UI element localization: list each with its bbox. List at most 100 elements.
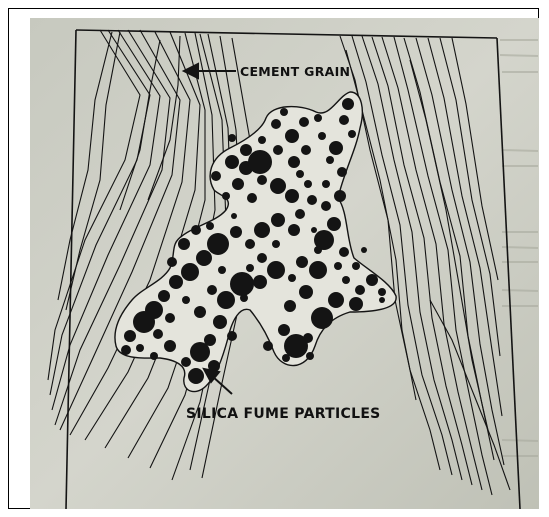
silica-fume-particle [379,297,385,303]
silica-fume-particle [306,352,314,360]
silica-fume-particle [258,136,266,144]
silica-fume-particle [272,240,280,248]
silica-fume-particle [225,155,239,169]
silica-fume-particle [299,117,309,127]
silica-fume-particle [328,292,344,308]
silica-fume-particle [196,250,212,266]
silica-fume-particle [182,296,190,304]
silica-fume-particle [232,178,244,190]
silica-fume-particle [378,288,386,296]
silica-fume-particle [334,190,346,202]
silica-fume-particle [150,352,158,360]
silica-fume-particle [337,167,347,177]
silica-fume-particle [164,340,176,352]
silica-fume-particle [191,225,201,235]
silica-fume-label: SILICA FUME PARTICLES [186,406,381,422]
silica-fume-particle [299,285,313,299]
silica-fume-particle [339,247,349,257]
silica-fume-particle [181,357,191,367]
silica-fume-particle [326,156,334,164]
silica-fume-particle [124,330,136,342]
silica-fume-particle [329,141,343,155]
silica-fume-particle [230,226,242,238]
silica-fume-particle [246,264,254,272]
silica-fume-particle [280,108,288,116]
silica-fume-particle [145,301,163,319]
silica-fume-particle [165,313,175,323]
silica-fume-particle [288,156,300,168]
silica-fume-particle [288,274,296,282]
silica-fume-particle [349,297,363,311]
silica-fume-particle [207,233,229,255]
silica-fume-particle [334,262,342,270]
silica-fume-particle [247,193,257,203]
silica-fume-particle [342,98,354,110]
silica-fume-particle [271,213,285,227]
silica-fume-particle [257,253,267,263]
silica-fume-particle [257,175,267,185]
silica-fume-particle [222,192,230,200]
silica-fume-particle [352,262,360,270]
silica-fume-particle [181,263,199,281]
silica-fume-particle [240,144,252,156]
silica-fume-particle [240,294,248,302]
silica-fume-particle [178,238,190,250]
silica-fume-particle [267,261,285,279]
silica-fume-particle [230,272,254,296]
silica-fume-particle [254,222,270,238]
silica-fume-particle [206,222,214,230]
silica-fume-particle [309,261,327,279]
silica-fume-particle [271,119,281,129]
silica-fume-particle [342,276,350,284]
silica-fume-particle [169,275,183,289]
silica-fume-particle [231,213,237,219]
silica-fume-particle [194,306,206,318]
silica-fume-particle [188,368,204,384]
silica-fume-particle [295,209,305,219]
silica-fume-particle [136,344,144,352]
silica-fume-particle [321,201,331,211]
silica-fume-particle [327,217,341,231]
silica-fume-particle [307,195,317,205]
silica-fume-particle [339,115,349,125]
silica-fume-particle [248,150,272,174]
silica-fume-particle [348,130,356,138]
silica-fume-particle [211,171,221,181]
silica-fume-particle [361,247,367,253]
silica-fume-particle [285,189,299,203]
silica-fume-particle [318,132,326,140]
silica-fume-particle [218,266,226,274]
silica-fume-particle [311,227,317,233]
silica-fume-particle [270,178,286,194]
silica-fume-particle [278,324,290,336]
silica-fume-particle [322,180,330,188]
silica-fume-particle [304,180,312,188]
silica-fume-particle [314,246,322,254]
silica-fume-particle [167,257,177,267]
silica-fume-particle [314,114,322,122]
silica-fume-particle [228,134,236,142]
silica-fume-particle [296,170,304,178]
silica-fume-particle [263,341,273,351]
silica-fume-particle [288,224,300,236]
silica-fume-particle [213,315,227,329]
silica-fume-particle [366,274,378,286]
silica-fume-particle [355,285,365,295]
cement-grain-label: CEMENT GRAIN [240,64,350,79]
silica-fume-particle [311,307,333,329]
silica-fume-particle [207,285,217,295]
silica-fume-particle [253,275,267,289]
silica-fume-particle [285,129,299,143]
silica-fume-particle [190,342,210,362]
silica-fume-particle [158,290,170,302]
silica-fume-particle [153,329,163,339]
silica-fume-particle [284,300,296,312]
silica-fume-particle [282,354,290,362]
silica-fume-particle [121,345,131,355]
silica-fume-particle [245,239,255,249]
silica-fume-particle [217,291,235,309]
silica-fume-particle [296,256,308,268]
silica-fume-particle [227,331,237,341]
silica-fume-particle [301,145,311,155]
